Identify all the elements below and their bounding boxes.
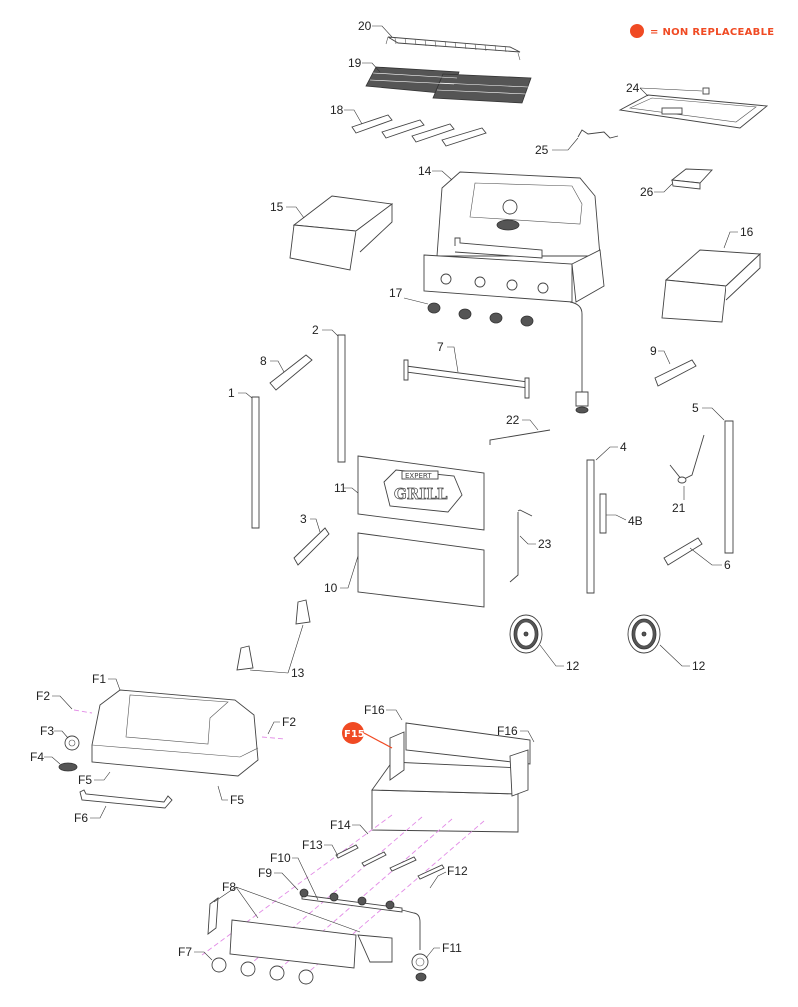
part-22-rod (489, 429, 551, 445)
label-part-22: 22 (506, 413, 520, 427)
label-part-1: 1 (228, 386, 235, 400)
part-15-left-side-shelf (289, 195, 394, 271)
label-part-12-right: 12 (692, 659, 706, 673)
label-part-25: 25 (535, 143, 549, 157)
part-8-left-bracket (269, 354, 313, 391)
label-part-f10: F10 (270, 851, 291, 865)
label-part-26: 26 (640, 185, 654, 199)
part-f8-control-panel (207, 897, 393, 969)
label-part-11: 11 (334, 481, 347, 495)
part-6-right-lower-bracket (663, 537, 703, 566)
label-part-3: 3 (300, 512, 307, 526)
label-part-f4: F4 (30, 750, 44, 764)
part-f10-manifold (299, 888, 421, 950)
part-3-left-lower-bracket (293, 527, 330, 566)
label-part-f13: F13 (302, 838, 323, 852)
label-part-17: 17 (389, 286, 403, 300)
legend: = NON REPLACEABLE (630, 24, 774, 38)
logo-line1: EXPERT (405, 472, 432, 480)
label-part-9: 9 (650, 344, 657, 358)
label-part-14: 14 (418, 164, 432, 178)
label-part-20: 20 (358, 19, 372, 33)
label-part-f5-right: F5 (230, 793, 244, 807)
label-part-2: 2 (312, 323, 319, 337)
label-part-f7: F7 (178, 945, 192, 959)
label-part-f16-left: F16 (364, 703, 385, 717)
non-replaceable-badge-f15: F15 (342, 722, 393, 749)
label-part-21: 21 (672, 501, 686, 515)
label-part-5: 5 (692, 401, 699, 415)
label-part-f11: F11 (442, 941, 462, 955)
part-19-cooking-grates (365, 66, 532, 104)
part-17-control-knobs (427, 302, 534, 327)
part-f13-burners (335, 844, 445, 880)
label-part-f6: F6 (74, 811, 88, 825)
label-part-15: 15 (270, 200, 284, 214)
label-part-4b: 4B (628, 514, 643, 528)
label-part-12-left: 12 (566, 659, 580, 673)
label-part-7: 7 (437, 340, 444, 354)
label-part-f2-right: F2 (282, 715, 296, 729)
label-part-f1: F1 (92, 672, 106, 686)
logo-line2: GRILL (394, 485, 448, 503)
part-13-feet (236, 599, 311, 671)
label-part-4: 4 (620, 440, 627, 454)
label-part-6: 6 (724, 558, 731, 572)
part-20-warming-rack (385, 36, 521, 61)
label-part-f9: F9 (258, 866, 272, 880)
part-f3-thermometer (64, 735, 80, 751)
part-11-logo-panel: EXPERT GRILL (357, 455, 485, 531)
part-12-wheel-right (627, 614, 661, 654)
part-25-bracket (577, 129, 619, 139)
label-part-f5-left: F5 (78, 773, 92, 787)
part-4-front-right-leg (586, 459, 595, 594)
label-part-23: 23 (538, 537, 552, 551)
part-9-right-bracket (654, 359, 697, 387)
part-2-rear-left-leg (337, 334, 346, 463)
part-21-wire (669, 434, 705, 484)
label-part-f14: F14 (330, 818, 351, 832)
part-f4-emblem (58, 762, 78, 772)
part-f11-regulator (411, 953, 429, 982)
label-part-f12: F12 (447, 864, 468, 878)
part-firebox (371, 722, 531, 833)
label-part-16: 16 (740, 225, 754, 239)
label-part-13: 13 (291, 666, 305, 680)
part-16-right-side-shelf (661, 249, 762, 323)
non-replaceable-marker-icon (630, 24, 644, 38)
label-part-f3: F3 (40, 724, 54, 738)
part-f1-lid (91, 689, 259, 777)
label-part-f2-left: F2 (36, 689, 50, 703)
label-part-f8: F8 (222, 880, 236, 894)
part-7-cross-bar (403, 359, 530, 399)
part-18-flame-tamers (351, 114, 487, 147)
label-part-f16-right: F16 (497, 724, 518, 738)
part-10-bottom-panel (357, 532, 485, 608)
part-4b-hook-plate (599, 493, 607, 534)
label-part-f15: F15 (344, 729, 365, 740)
part-12-wheel-left (509, 614, 543, 654)
part-23-wire (509, 509, 533, 583)
legend-text: = NON REPLACEABLE (650, 27, 774, 38)
part-f6-handle (79, 789, 173, 809)
logo-badge (401, 470, 439, 480)
part-26-grease-cup (670, 168, 713, 190)
part-f2-bolts (73, 709, 286, 740)
part-f7-knobs (211, 957, 314, 985)
label-part-8: 8 (260, 354, 267, 368)
part-5-rear-right-leg (724, 420, 734, 554)
regulator-hose (569, 301, 589, 414)
part-1-front-left-leg (251, 396, 260, 529)
label-part-10: 10 (324, 581, 338, 595)
part-14-grill-head (423, 171, 605, 303)
part-24-grease-tray (618, 87, 769, 129)
label-part-24: 24 (626, 81, 640, 95)
label-part-19: 19 (348, 56, 362, 70)
label-part-18: 18 (330, 103, 344, 117)
